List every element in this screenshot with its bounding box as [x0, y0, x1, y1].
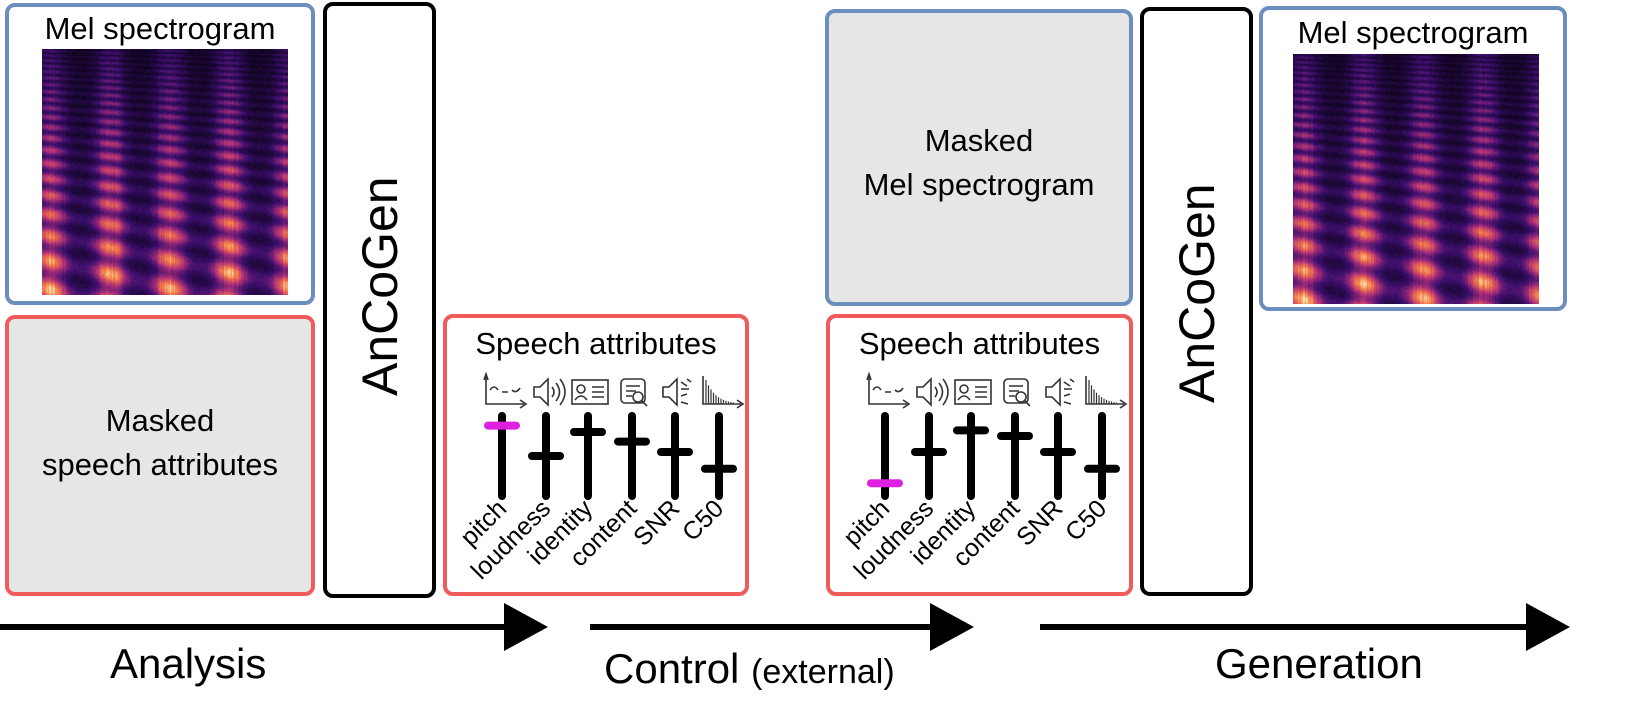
pitch-contour-icon [483, 371, 528, 409]
document-search-icon [620, 378, 648, 407]
analysis-arrow [0, 603, 548, 651]
speech-attributes-generation-title: Speech attributes [858, 326, 1101, 361]
attribute-content-slider[interactable]: content [564, 378, 650, 572]
speaker-noise-icon [1045, 377, 1075, 407]
masked-attr-line2: speech attributes [41, 447, 279, 482]
masked-mel-line2: Mel spectrogram [863, 167, 1095, 202]
masked-attr-line1: Masked [105, 403, 215, 438]
phase-generation-label: Generation [1215, 640, 1423, 687]
generation-mel-title: Mel spectrogram [1297, 15, 1529, 50]
ancogen-analysis-label: AnCoGen [352, 176, 408, 396]
pitch-contour-icon [866, 371, 911, 409]
phase-control-note: (external) [751, 653, 895, 691]
attribute-label: C50 [1060, 494, 1112, 546]
generation-mel-spectrogram [1293, 54, 1539, 304]
reverb-decay-icon [1085, 376, 1128, 409]
ancogen-analysis-box: AnCoGen [323, 2, 436, 598]
control-arrow [590, 603, 974, 651]
attribute-label: C50 [677, 494, 729, 546]
phase-analysis-label: Analysis [110, 640, 267, 687]
id-card-icon [954, 379, 992, 405]
phase-control-label: Control (external) [604, 645, 895, 693]
speaker-noise-icon [662, 377, 692, 407]
speaker-icon [533, 377, 566, 407]
speaker-icon [916, 377, 949, 407]
id-card-icon [571, 379, 609, 405]
speech-attributes-analysis-title: Speech attributes [475, 326, 717, 361]
masked-mel-line1: Masked [924, 123, 1034, 158]
attribute-c50-slider[interactable]: C50 [677, 376, 745, 547]
phase-control-text: Control [604, 645, 740, 692]
analysis-mel-box: Mel spectrogram [5, 3, 315, 305]
attribute-label: SNR [628, 494, 685, 551]
document-search-icon [1003, 378, 1031, 407]
analysis-mel-title: Mel spectrogram [44, 11, 276, 46]
reverb-decay-icon [702, 376, 745, 409]
attribute-label: SNR [1011, 494, 1068, 551]
ancogen-generation-box: AnCoGen [1140, 7, 1253, 596]
attribute-c50-slider[interactable]: C50 [1060, 376, 1128, 547]
analysis-mel-spectrogram [42, 49, 288, 295]
attribute-content-slider[interactable]: content [947, 378, 1033, 572]
masked-speech-attributes-box: Masked speech attributes [5, 315, 315, 596]
generation-mel-box: Mel spectrogram [1259, 6, 1567, 311]
ancogen-generation-label: AnCoGen [1169, 183, 1225, 403]
masked-mel-spectrogram-box: Masked Mel spectrogram [825, 9, 1133, 306]
